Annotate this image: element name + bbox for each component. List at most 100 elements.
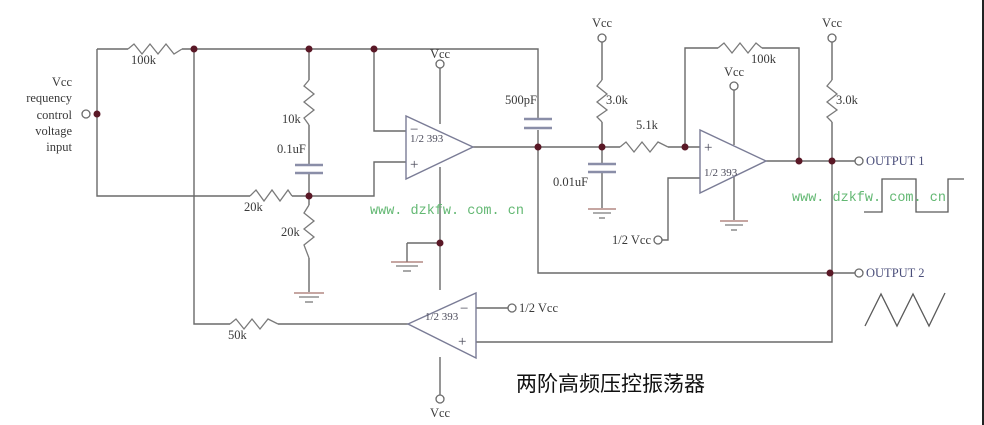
vcc-label: Vcc [430,406,451,420]
label-c-coupling: 500pF [505,93,537,107]
half-vcc-label: 1/2 Vcc [519,301,558,315]
opamp-2-label: 1/2 393 [704,167,738,179]
input-label-line: Vcc [52,75,73,89]
resistor-100k-input [127,42,183,56]
junction-node [305,45,313,53]
wire-feedback-100k-left [684,47,718,147]
output-1-label: OUTPUT 1 [866,154,924,168]
junction-node [795,157,803,165]
ground-icon [391,261,423,272]
vcc-label: Vcc [822,16,843,30]
label-r-pullup2: 3.0k [836,93,859,107]
opamp-3-plus: + [458,334,466,350]
ground-symbols [294,208,748,303]
triangle-wave-icon [864,292,946,328]
junction-node [190,45,198,53]
junction-node [534,143,542,151]
junction-node [598,143,606,151]
output-1-terminal [854,156,864,166]
wire-output2-bus [537,147,830,274]
input-terminal [81,109,91,119]
capacitor-0.01uf [588,162,616,174]
opamp-1-minus: − [410,122,418,138]
vcc-terminal [597,33,607,43]
input-label: Vcc requency control voltage input [26,75,73,154]
capacitor-0.1uf [295,163,323,175]
opamp-3-label: 1/2 393 [425,311,459,323]
vcc-label: Vcc [592,16,613,30]
junction-node [305,192,313,200]
capacitor-500pf [524,117,552,130]
vcc-label: Vcc [430,47,451,61]
square-wave-icon [864,178,964,213]
resistor-3k-pullup2 [825,79,839,123]
wires [96,42,855,395]
label-r-divider-bottom: 20k [281,225,301,239]
label-r-input: 100k [131,53,157,67]
opamp-2: + 1/2 393 [699,128,768,195]
junction-node [828,157,836,165]
input-label-line: control [37,108,73,122]
ground-icon [588,208,616,219]
resistor-3k-pullup1 [595,79,609,123]
resistor-50k [229,317,279,331]
output-2-label: OUTPUT 2 [866,266,924,280]
watermark: www. dzkfw. com. cn [792,191,946,206]
diagram-title: 两阶高频压控振荡器 [516,372,705,396]
opamp-1: − 1/2 393 + [405,114,475,181]
output-labels: OUTPUT 1 OUTPUT 2 [866,154,924,280]
half-vcc-terminal [507,303,517,313]
input-label-line: input [46,140,72,154]
label-r-series2: 5.1k [636,118,659,132]
wire-input-vertical [96,49,250,197]
label-r-pullup1: 3.0k [606,93,629,107]
label-r-series: 20k [244,200,264,214]
resistor-10k [302,79,316,126]
input-label-line: voltage [35,124,72,138]
terminals [81,33,864,404]
vcc-terminal [827,33,837,43]
label-r-divider-top: 10k [282,112,302,126]
vcc-terminal [729,81,739,91]
wire-feedback-100k-right [762,47,800,161]
junction-node [370,45,378,53]
wire-top-bus [182,48,539,118]
resistor-5.1k [619,140,669,154]
resistors [127,41,839,331]
output-2-terminal [854,268,864,278]
opamp-3-minus: − [460,301,468,317]
half-vcc-terminal [653,235,663,245]
junction-node [93,110,101,118]
wire-20k-series-right [292,161,406,197]
junction-nodes [93,45,836,277]
label-r-feedback: 100k [751,52,777,66]
junction-node [681,143,689,151]
vcc-terminal [435,59,445,69]
wire-opamp1-inverting [373,49,406,132]
resistor-100k-feedback [717,41,763,55]
watermark: www. dzkfw. com. cn [370,204,524,219]
vcc-label: Vcc [724,65,745,79]
vcc-terminal [435,394,445,404]
ground-icon [294,292,324,303]
supply-labels: Vcc Vcc Vcc Vcc Vcc 1/2 Vcc 1/2 Vcc [430,16,843,420]
ground-icon [720,220,748,231]
opamp-3: 1/2 393 − + [406,291,477,360]
resistor-20k-bottom [302,204,316,259]
resistor-20k-series [249,188,293,203]
opamp-2-plus: + [704,140,712,156]
wire-feedback-left [193,49,230,325]
label-r-feedback3: 50k [228,328,248,342]
input-label-line: requency [26,91,73,105]
opamp-1-label: 1/2 393 [410,133,444,145]
wire-pullup2-bottom [476,122,833,343]
junction-node [436,239,444,247]
component-labels: 100k 10k 0.1uF 20k 20k 500pF 3.0k 5.1k 0… [131,52,859,342]
half-vcc-label: 1/2 Vcc [612,233,651,247]
junction-node [826,269,834,277]
wire-opamp2-inverting [662,177,700,241]
opamp-1-plus: + [410,157,418,173]
label-c-filter: 0.01uF [553,175,588,189]
label-c-divider: 0.1uF [277,142,306,156]
